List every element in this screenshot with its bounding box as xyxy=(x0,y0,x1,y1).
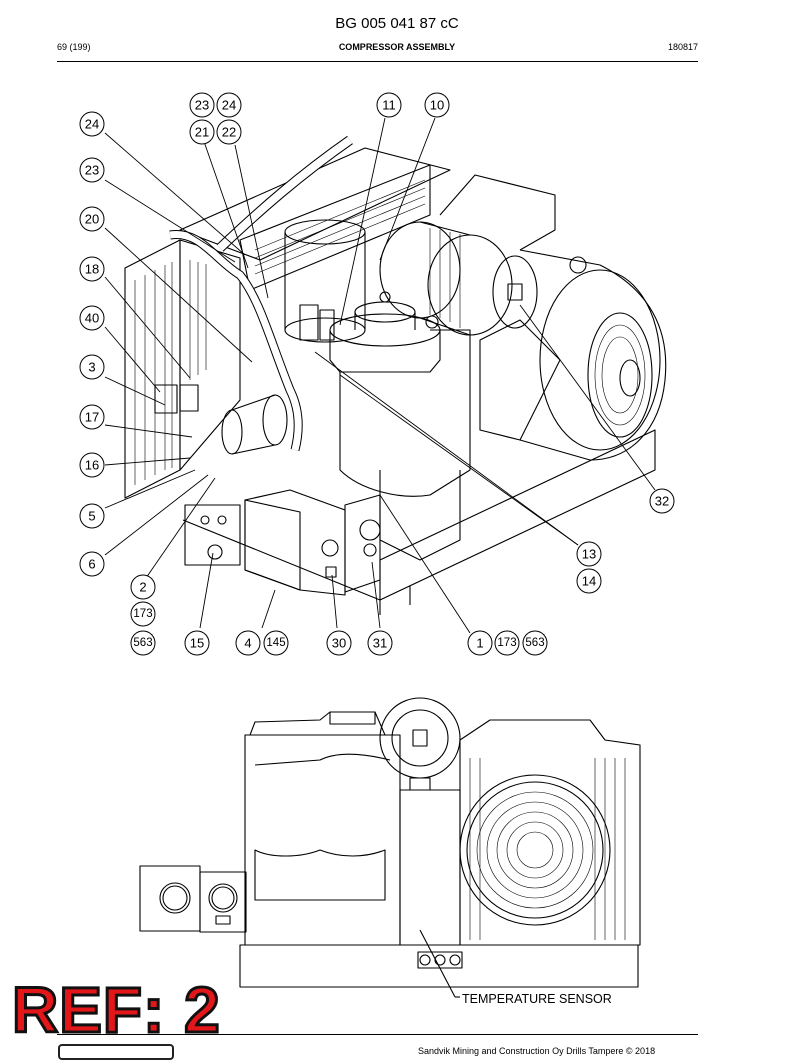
brand-logo xyxy=(58,1044,174,1060)
valve-block xyxy=(184,504,241,566)
callout-label: 13 xyxy=(582,547,596,562)
base-frame xyxy=(182,429,656,615)
leader-lines xyxy=(104,117,656,634)
callout-label: 173 xyxy=(133,608,152,620)
footer-copyright: Sandvik Mining and Construction Oy Drill… xyxy=(418,1046,656,1056)
document-id: BG 005 041 87 cC xyxy=(335,15,459,32)
callout-label: 31 xyxy=(373,636,387,651)
callout-bubbles xyxy=(79,92,675,656)
callout-label: 15 xyxy=(190,636,204,651)
callout-label: 2 xyxy=(139,580,146,595)
callout-label: 3 xyxy=(88,360,95,375)
oil-filter xyxy=(221,394,288,455)
callout-label: 5 xyxy=(88,509,95,524)
ref-stamp: REF: 2 xyxy=(11,974,222,1046)
callout-label: 16 xyxy=(85,458,99,473)
electrical-box xyxy=(244,489,346,596)
callout-label: 145 xyxy=(266,637,285,649)
callout-label: 24 xyxy=(222,98,236,113)
front-view xyxy=(139,697,641,998)
callout-label: 32 xyxy=(655,494,669,509)
compressor-block xyxy=(329,301,471,561)
callout-label: 173 xyxy=(497,637,516,649)
callout-label: 563 xyxy=(525,637,544,649)
callout-label: 23 xyxy=(85,163,99,178)
header-rule xyxy=(57,61,698,62)
callout-label: 10 xyxy=(430,98,444,113)
callout-label: 23 xyxy=(195,98,209,113)
separator-tank xyxy=(284,219,366,343)
callout-label: 40 xyxy=(85,311,99,326)
footer-rule xyxy=(57,1034,698,1035)
callout-label: 20 xyxy=(85,212,99,227)
section-title: COMPRESSOR ASSEMBLY xyxy=(338,42,456,52)
callout-label: 24 xyxy=(85,117,99,132)
callout-label: 563 xyxy=(133,637,152,649)
callout-label: 4 xyxy=(244,636,251,651)
callout-label: 6 xyxy=(88,557,95,572)
date-code: 180817 xyxy=(667,42,698,52)
callout-label: 30 xyxy=(332,636,346,651)
callout-label: 21 xyxy=(195,125,209,140)
page-number: 69 (199) xyxy=(57,42,91,52)
temperature-sensor-label: TEMPERATURE SENSOR xyxy=(462,992,612,1006)
air-filter xyxy=(379,221,538,336)
electric-motor xyxy=(479,249,667,461)
callout-label: 1 xyxy=(476,636,483,651)
callout-label: 17 xyxy=(85,410,99,425)
callout-label: 14 xyxy=(582,574,596,589)
callout-label: 22 xyxy=(222,125,236,140)
radiator xyxy=(124,239,241,499)
callout-label: 18 xyxy=(85,262,99,277)
gauge-panel xyxy=(344,494,381,593)
callout-label: 11 xyxy=(382,98,396,113)
